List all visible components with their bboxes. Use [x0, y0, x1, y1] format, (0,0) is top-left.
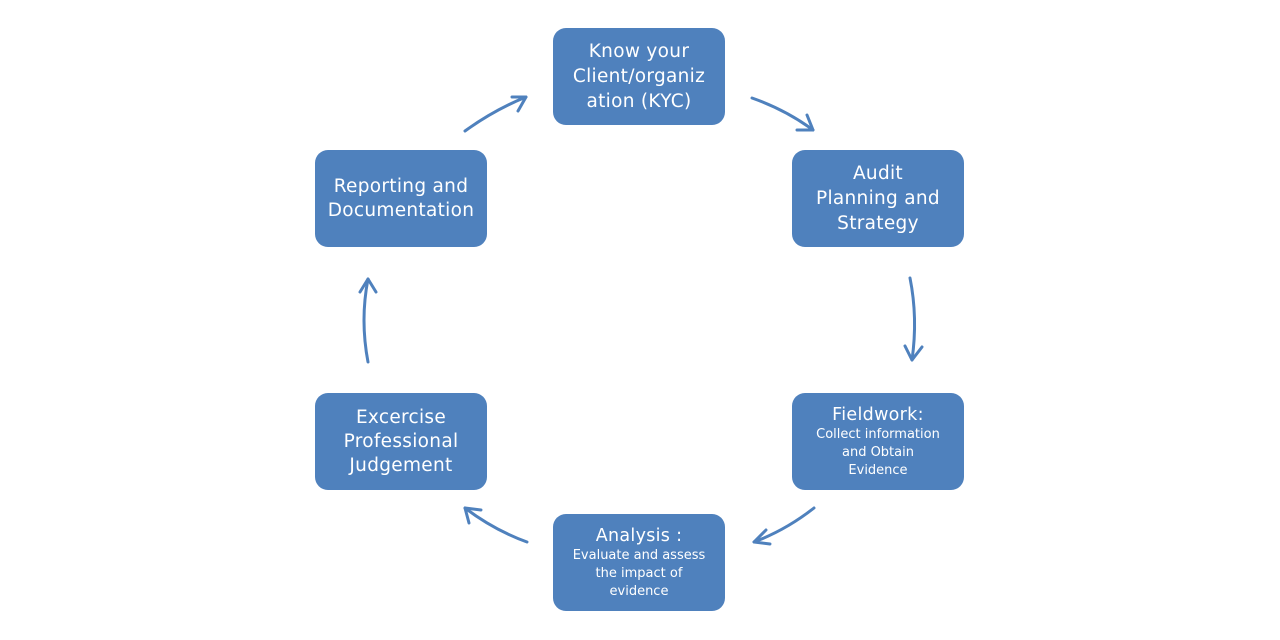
step-detail: Evaluate and assess the impact of eviden…	[572, 547, 706, 599]
step-reporting: Reporting and Documentation	[315, 150, 487, 247]
step-fieldwork: Fieldwork: Collect information and Obtai…	[792, 393, 964, 490]
step-label: Audit Planning and Strategy	[816, 163, 940, 234]
arrow-judgement-to-reporting	[358, 277, 378, 364]
step-heading: Fieldwork:	[832, 404, 924, 425]
step-label: Reporting and Documentation	[327, 175, 475, 221]
arrow-kyc-to-planning	[750, 96, 815, 132]
arrow-planning-to-fieldwork	[903, 276, 924, 362]
step-detail: Collect information and Obtain Evidence	[816, 426, 940, 478]
step-heading: Analysis :	[595, 525, 683, 546]
arrow-fieldwork-to-analysis	[752, 506, 816, 546]
arrow-analysis-to-judgement	[463, 506, 529, 544]
arrow-reporting-to-kyc	[463, 95, 528, 133]
step-label: Excercise Professional Judgement	[343, 406, 459, 476]
step-analysis: Analysis : Evaluate and assess the impac…	[553, 514, 725, 611]
step-audit-planning: Audit Planning and Strategy	[792, 150, 964, 247]
step-know-your-client: Know your Client/organiz ation (KYC)	[553, 28, 725, 125]
step-label: Know your Client/organiz ation (KYC)	[572, 41, 706, 112]
step-professional-judgement: Excercise Professional Judgement	[315, 393, 487, 490]
